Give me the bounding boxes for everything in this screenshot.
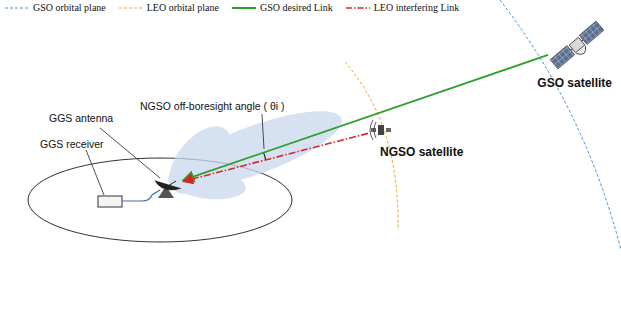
receiver-wire xyxy=(122,190,160,201)
antenna-beam xyxy=(157,96,349,205)
gso-satellite-icon xyxy=(550,21,607,73)
legend-entry: LEO orbital plane xyxy=(118,2,219,13)
annotation-label: GGS receiver xyxy=(40,138,104,150)
node-label: GGS antenna xyxy=(49,112,113,124)
legend-entry: GSO orbital plane xyxy=(4,2,106,13)
legend-sample xyxy=(345,4,371,12)
legend-sample xyxy=(4,4,30,12)
ngso-satellite-icon xyxy=(370,120,391,140)
leader-line xyxy=(86,150,104,195)
node-label: GSO satellite xyxy=(537,76,612,90)
legend-text: LEO orbital plane xyxy=(147,2,219,13)
legend-sample xyxy=(118,4,144,12)
legend-text: LEO interfering Link xyxy=(374,2,460,13)
gso-orbit xyxy=(500,0,621,250)
legend-sample xyxy=(231,4,257,12)
leader-line xyxy=(262,114,264,149)
receiver-box xyxy=(98,196,122,207)
legend: GSO orbital plane LEO orbital plane GSO de… xyxy=(4,2,459,13)
legend-text: GSO orbital plane xyxy=(33,2,106,13)
link-line xyxy=(183,133,368,181)
node-label: NGSO satellite xyxy=(380,145,463,159)
angle-arc xyxy=(264,153,266,160)
legend-entry: LEO interfering Link xyxy=(345,2,460,13)
satellite-node: GSO satellite xyxy=(548,18,606,72)
satellite-node: GGS antenna xyxy=(155,172,183,198)
link-line xyxy=(183,55,548,180)
annotation-label: NGSO off-boresight angle ( θi ) xyxy=(140,100,285,112)
legend-text: GSO desired Link xyxy=(260,2,333,13)
leader-line xyxy=(100,128,160,178)
legend-entry: GSO desired Link xyxy=(231,2,333,13)
satellite-node: NGSO satellite xyxy=(368,118,394,142)
